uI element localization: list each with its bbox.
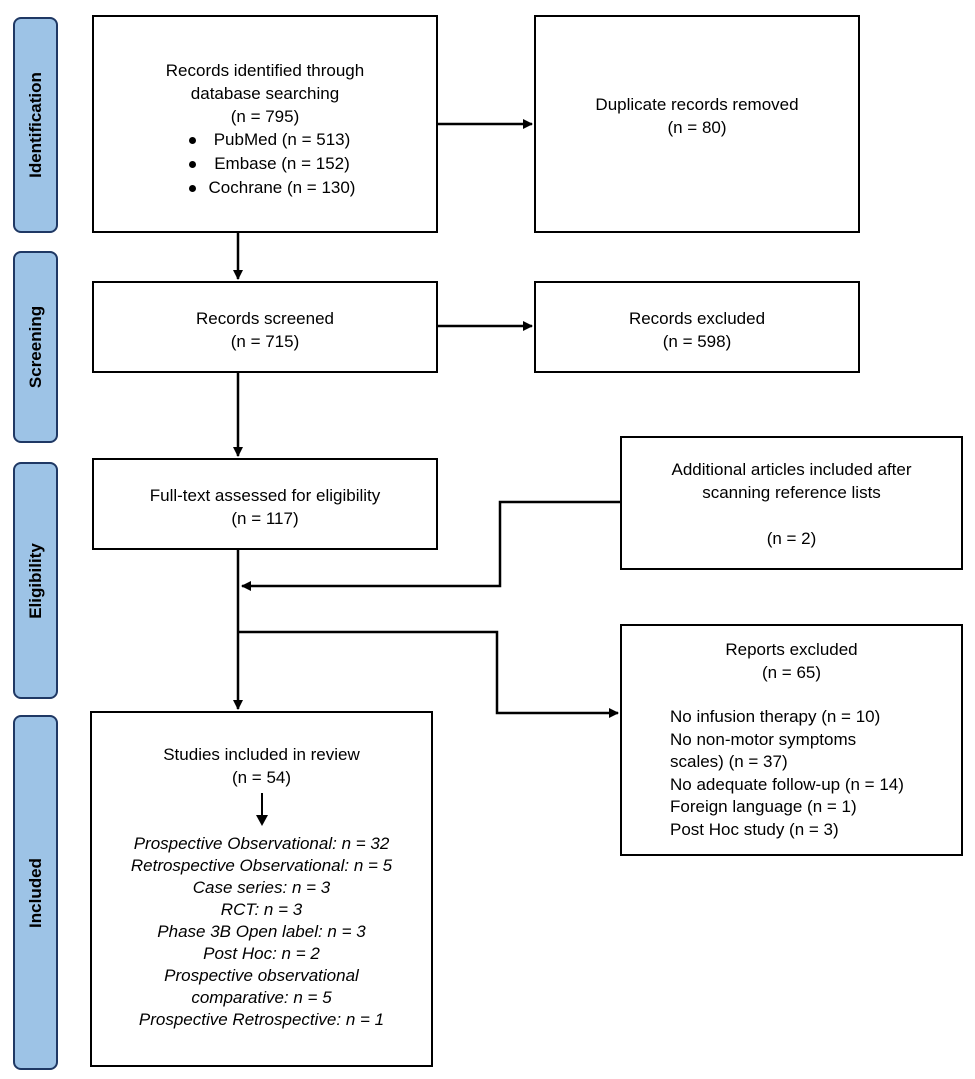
exclusion-reason: Foreign language (n = 1) xyxy=(670,797,857,816)
stage-label-included: Included xyxy=(13,715,58,1070)
bullet-icon xyxy=(189,185,196,192)
box-count: (n = 795) xyxy=(230,107,300,126)
arrow-to-reports-excluded xyxy=(238,630,619,718)
box-text: Records excluded xyxy=(628,309,766,328)
source-item: Cochrane (n = 130) xyxy=(94,176,436,200)
stage-label-eligibility: Eligibility xyxy=(13,462,58,699)
stage-label-identification: Identification xyxy=(13,17,58,233)
exclusion-reason: Post Hoc study (n = 3) xyxy=(670,819,839,839)
stage-label-text: Included xyxy=(25,857,45,928)
stage-label-screening: Screening xyxy=(13,251,58,443)
down-arrow-icon xyxy=(255,793,268,826)
study-design-list: Prospective Observational: n = 32 Retros… xyxy=(92,833,431,1031)
box-count: (n = 117) xyxy=(231,509,299,528)
records-screened-box: Records screened (n = 715) xyxy=(92,281,438,373)
box-text: Records identified through xyxy=(165,61,365,80)
study-design-item: Phase 3B Open label: n = 3 xyxy=(157,922,366,941)
stage-label-text: Screening xyxy=(25,305,45,389)
additional-articles-box: Additional articles included after scann… xyxy=(620,436,963,570)
exclusion-reason: No infusion therapy (n = 10) xyxy=(670,707,881,726)
study-design-item: Case series: n = 3 xyxy=(192,878,331,897)
exclusion-reason: No adequate follow-up (n = 14) xyxy=(670,774,904,794)
box-text: database searching xyxy=(190,84,340,103)
box-text: Reports excluded xyxy=(725,640,858,659)
box-count: (n = 2) xyxy=(766,529,817,548)
study-design-item: Retrospective Observational: n = 5 xyxy=(130,856,393,875)
exclusion-reasons-list: No infusion therapy (n = 10) No non-moto… xyxy=(622,706,961,841)
study-design-item: Prospective Retrospective: n = 1 xyxy=(138,1010,385,1029)
bullet-icon xyxy=(189,137,196,144)
box-text: Records screened xyxy=(196,309,334,328)
box-count: (n = 80) xyxy=(667,118,727,137)
study-design-item: Post Hoc: n = 2 xyxy=(203,944,320,963)
duplicates-removed-box: Duplicate records removed (n = 80) xyxy=(534,15,860,233)
box-text: scanning reference lists xyxy=(702,483,881,502)
box-count: (n = 65) xyxy=(761,663,822,682)
box-text: Studies included in review xyxy=(163,745,360,764)
study-design-item: Prospective Observational: n = 32 xyxy=(133,834,390,853)
source-item: Embase (n = 152) xyxy=(94,152,436,176)
stage-label-text: Identification xyxy=(25,72,45,178)
exclusion-reason: No non-motor symptoms xyxy=(670,729,857,749)
studies-included-box: Studies included in review (n = 54) Pros… xyxy=(90,711,433,1067)
reports-excluded-box: Reports excluded (n = 65) No infusion th… xyxy=(620,624,963,856)
study-design-item: comparative: n = 5 xyxy=(191,988,332,1007)
records-identified-box: Records identified through database sear… xyxy=(92,15,438,233)
exclusion-reason: scales) (n = 37) xyxy=(670,752,788,771)
study-design-item: Prospective observational xyxy=(164,966,359,985)
records-excluded-box: Records excluded (n = 598) xyxy=(534,281,860,373)
box-count: (n = 715) xyxy=(230,332,300,351)
source-list: PubMed (n = 513) Embase (n = 152) Cochra… xyxy=(94,128,436,200)
box-text: Additional articles included after xyxy=(671,460,912,479)
source-item: PubMed (n = 513) xyxy=(94,128,436,152)
box-text: Full-text assessed for eligibility xyxy=(149,486,381,505)
study-design-item: RCT: n = 3 xyxy=(220,900,303,919)
box-count: (n = 598) xyxy=(662,332,732,351)
box-text: Duplicate records removed xyxy=(595,95,799,114)
stage-label-text: Eligibility xyxy=(25,542,45,619)
bullet-icon xyxy=(189,161,196,168)
fulltext-assessed-box: Full-text assessed for eligibility (n = … xyxy=(92,458,438,550)
box-count: (n = 54) xyxy=(231,768,292,787)
